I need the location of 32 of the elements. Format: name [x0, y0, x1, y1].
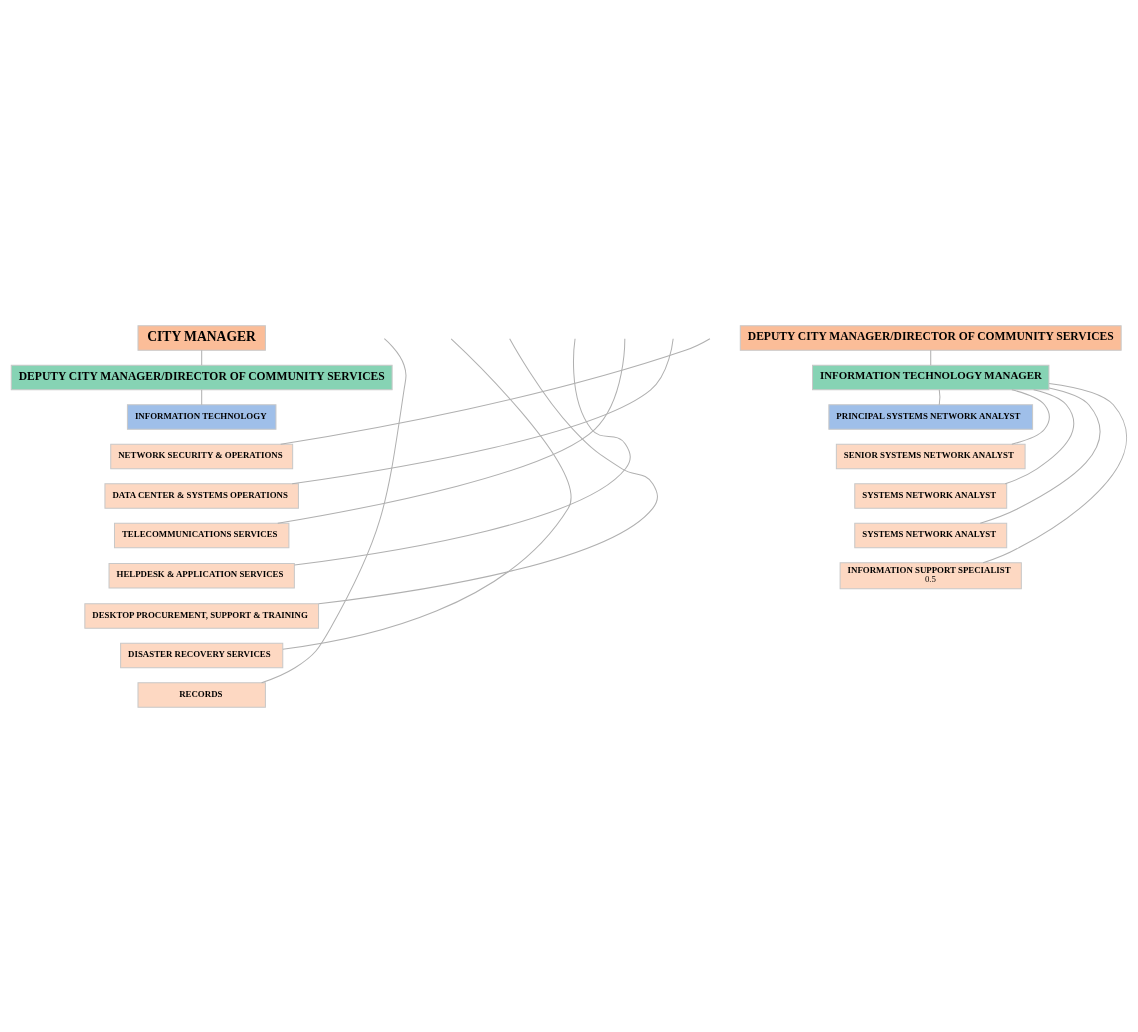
connector — [280, 337, 711, 445]
node-box: HELPDESK & APPLICATION SERVICES — [108, 562, 295, 589]
node-box: DEPUTY CITY MANAGER/DIRECTOR OF COMMUNITY SERVICES — [739, 324, 1122, 351]
node-box: NETWORK SECURITY & OPERATIONS — [110, 443, 294, 469]
connector — [201, 388, 203, 405]
connector — [277, 337, 626, 524]
connector — [930, 349, 932, 366]
node-box: SYSTEMS NETWORK ANALYST — [854, 522, 1008, 548]
node-box: PRINCIPAL SYSTEMS NETWORK ANALYST — [828, 403, 1034, 430]
node-box: CITY MANAGER — [137, 324, 266, 351]
node-box: DATA CENTER & SYSTEMS OPERATIONS — [104, 482, 299, 509]
connector — [293, 337, 631, 566]
connector — [282, 337, 572, 650]
node-box: INFORMATION TECHNOLOGY MANAGER — [812, 364, 1050, 390]
node-box: INFORMATION SUPPORT SPECIALIST 0.5 — [839, 561, 1022, 589]
connector — [938, 388, 941, 405]
connector — [291, 337, 674, 484]
connector — [979, 386, 1101, 524]
connector — [201, 349, 203, 366]
node-box: INFORMATION TECHNOLOGY — [126, 403, 277, 430]
node-box: RECORDS — [137, 681, 266, 708]
connector — [261, 337, 407, 683]
node-box: DISASTER RECOVERY SERVICES — [120, 642, 284, 668]
connector — [1011, 388, 1051, 445]
node-box: SENIOR SYSTEMS NETWORK ANALYST — [835, 443, 1026, 469]
connector — [982, 382, 1128, 563]
connector — [1004, 388, 1075, 484]
node-box: TELECOMMUNICATIONS SERVICES — [113, 522, 290, 548]
node-box: SYSTEMS NETWORK ANALYST — [854, 482, 1008, 509]
node-box: DESKTOP PROCUREMENT, SUPPORT & TRAINING — [84, 602, 320, 629]
node-box: DEPUTY CITY MANAGER/DIRECTOR OF COMMUNITY SERVICES — [10, 364, 393, 390]
connector — [318, 337, 658, 604]
